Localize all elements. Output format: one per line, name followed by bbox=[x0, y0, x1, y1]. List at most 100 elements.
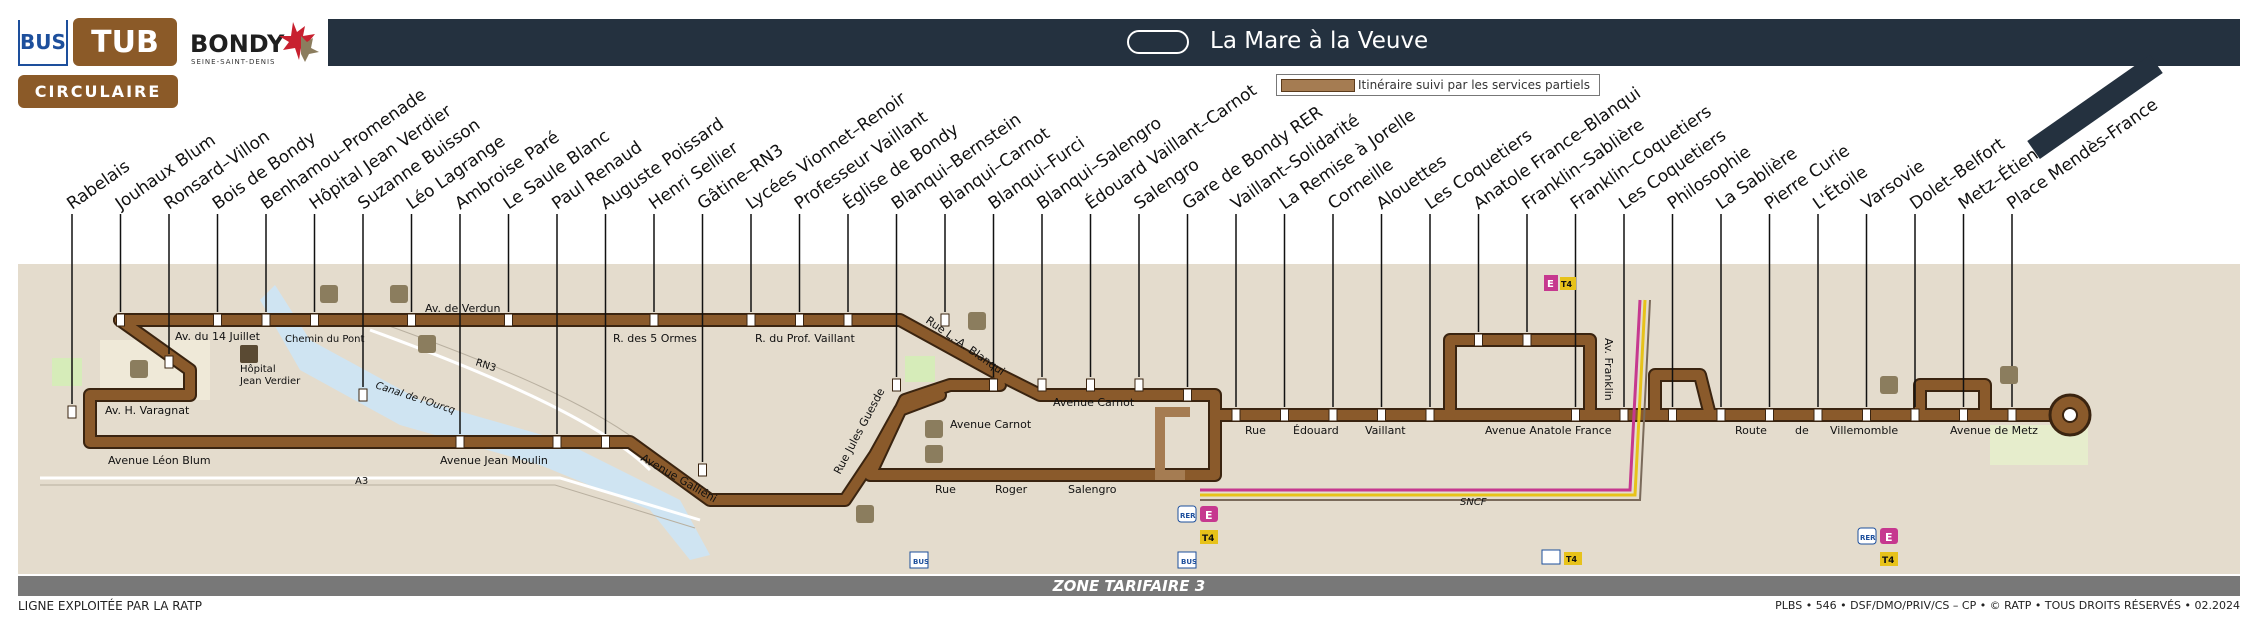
canal-ourcq bbox=[260, 285, 710, 560]
stop-tick bbox=[1668, 408, 1677, 422]
stop-tick bbox=[698, 463, 707, 477]
stop-tick bbox=[1571, 408, 1580, 422]
correspondence-t4-coquetiers: E T4 T4 bbox=[1541, 275, 1582, 565]
street-avenue-carnot: Avenue Carnot bbox=[950, 418, 1032, 431]
stop-tick bbox=[310, 313, 319, 327]
route-line bbox=[85, 315, 2075, 505]
sncf-line bbox=[1200, 299, 1651, 501]
stop-tick bbox=[407, 313, 416, 327]
street-avenue-carnot-2: Avenue Carnot bbox=[1053, 396, 1135, 409]
street-r-prof-vaillant: R. du Prof. Vaillant bbox=[755, 332, 856, 345]
t4-line bbox=[1200, 299, 1647, 497]
svg-text:E: E bbox=[1547, 279, 1554, 290]
road-rn3 bbox=[369, 328, 652, 472]
credits-text: PLBS • 546 • DSF/DMO/PRIV/CS – CP • © RA… bbox=[1775, 599, 2240, 612]
stop-tick bbox=[1474, 333, 1483, 347]
tub-logo: TUB bbox=[73, 18, 177, 66]
legend-box bbox=[1276, 74, 1600, 96]
stop-tick bbox=[116, 313, 125, 327]
terminus-center bbox=[2062, 407, 2078, 423]
terminus-pill-icon bbox=[1127, 30, 1189, 54]
park-area bbox=[905, 356, 935, 382]
sncf-label: SNCF bbox=[1460, 497, 1487, 508]
stop-ticks bbox=[67, 313, 2017, 477]
svg-text:T4: T4 bbox=[1566, 555, 1577, 564]
stop-tick bbox=[843, 313, 853, 327]
rer-e-line bbox=[1200, 299, 1642, 492]
stop-tick bbox=[1862, 408, 1871, 422]
road-a3 bbox=[40, 476, 701, 522]
svg-text:E: E bbox=[1885, 531, 1893, 544]
stop-tick bbox=[1328, 408, 1338, 422]
street-de: de bbox=[1795, 424, 1809, 437]
stop-tick bbox=[746, 313, 756, 327]
poi-icons bbox=[130, 285, 2018, 523]
stop-tick bbox=[649, 313, 659, 327]
stop-tick bbox=[1765, 408, 1774, 422]
stop-tick bbox=[989, 378, 998, 392]
street-av-verdun: Av. de Verdun bbox=[425, 302, 500, 315]
street-vaillant: Vaillant bbox=[1365, 424, 1406, 437]
maple-leaf-icon bbox=[279, 22, 319, 62]
bondy-logo: BONDY bbox=[190, 30, 285, 58]
stop-tick bbox=[1813, 408, 1823, 422]
stop-tick bbox=[1377, 408, 1386, 422]
operator-text: LIGNE EXPLOITÉE PAR LA RATP bbox=[18, 599, 202, 613]
stop-tick bbox=[1183, 388, 1192, 402]
svg-text:T4: T4 bbox=[1882, 556, 1894, 566]
partial-service-route bbox=[1155, 407, 1190, 480]
partial-service-swatch bbox=[1281, 79, 1355, 92]
street-av-franklin: Av. Franklin bbox=[1602, 338, 1615, 401]
stop-tick bbox=[504, 313, 513, 327]
road-a3-edge bbox=[40, 484, 696, 529]
stop-tick bbox=[601, 435, 610, 449]
destination-title: La Mare à la Veuve bbox=[1210, 28, 1429, 54]
stop-tick bbox=[1425, 408, 1435, 422]
street-chemin-du-pont: Chemin du Pont bbox=[285, 334, 365, 345]
street-rue-2: Rue bbox=[1245, 424, 1266, 437]
street-salengro: Salengro bbox=[1068, 483, 1117, 496]
stop-tick bbox=[1716, 408, 1726, 422]
stop-tick bbox=[67, 405, 77, 419]
svg-text:BUS: BUS bbox=[1181, 558, 1197, 566]
bondy-subtitle: SEINE-SAINT-DENIS bbox=[191, 58, 276, 66]
street-av-anatole-france: Avenue Anatole France bbox=[1485, 424, 1612, 437]
stop-tick bbox=[1522, 333, 1532, 347]
stop-tick bbox=[795, 313, 804, 327]
street-av-metz: Avenue de Metz bbox=[1950, 424, 2038, 437]
street-rue: Rue bbox=[935, 483, 956, 496]
stop-tick bbox=[552, 435, 562, 449]
stop-tick bbox=[164, 355, 174, 369]
stop-tick bbox=[940, 313, 950, 327]
correspondence-rer-varsovie: RER E T4 bbox=[1857, 527, 1898, 566]
street-av-14-juillet: Av. du 14 Juillet bbox=[175, 330, 261, 343]
stop-tick bbox=[1280, 408, 1289, 422]
stop-tick bbox=[892, 378, 901, 392]
stop-tick bbox=[2007, 408, 2017, 422]
svg-text:RER: RER bbox=[1180, 512, 1196, 520]
svg-text:T4: T4 bbox=[1202, 534, 1214, 544]
stop-tick bbox=[213, 313, 222, 327]
stop-tick bbox=[1231, 408, 1241, 422]
stop-tick bbox=[1134, 378, 1144, 392]
svg-text:RER: RER bbox=[1860, 534, 1876, 542]
stop-leader-lines bbox=[71, 214, 2013, 462]
hospital-label-2: Jean Verdier bbox=[239, 376, 301, 387]
stop-tick bbox=[1910, 408, 1920, 422]
street-av-jean-moulin: Avenue Jean Moulin bbox=[440, 454, 548, 467]
stop-tick bbox=[1959, 408, 1968, 422]
street-av-leon-blum: Avenue Léon Blum bbox=[108, 454, 211, 467]
stop-tick bbox=[1086, 378, 1095, 392]
street-edouard: Édouard bbox=[1293, 424, 1339, 437]
street-villemomble: Villemomble bbox=[1830, 424, 1898, 437]
stop-tick bbox=[358, 388, 368, 402]
svg-text:E: E bbox=[1205, 509, 1213, 522]
street-r-5-ormes: R. des 5 Ormes bbox=[613, 332, 697, 345]
correspondence-bus-guesde: BUS bbox=[909, 551, 929, 569]
zone-bar: ZONE TARIFAIRE 3 bbox=[18, 576, 2240, 596]
park-area bbox=[52, 358, 82, 386]
hospital-label: Hôpital bbox=[240, 363, 276, 375]
circulaire-badge: CIRCULAIRE bbox=[18, 75, 178, 108]
stop-tick bbox=[1619, 408, 1629, 422]
